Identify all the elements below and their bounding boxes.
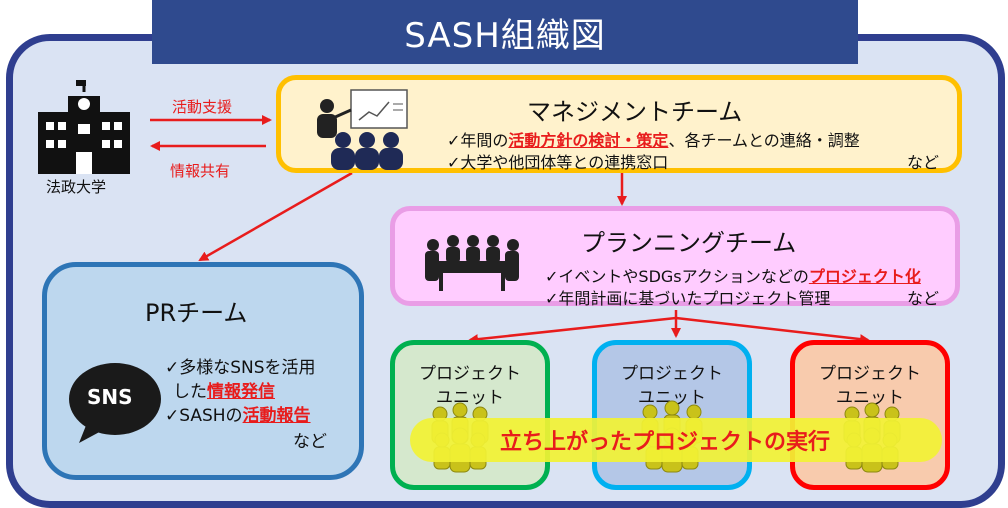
management-team-box: マネジメントチーム ✓年間の活動方針の検討・策定、各チームとの連絡・調整 ✓大学…: [276, 75, 962, 173]
share-arrow-label: 情報共有: [170, 162, 231, 180]
unit-2-line-1: プロジェクト: [621, 364, 723, 384]
meeting-table-icon: [425, 235, 519, 291]
management-team-title: マネジメントチーム: [527, 98, 743, 126]
project-unit-1: プロジェクト ユニット: [390, 340, 550, 490]
planning-to-unit3-arrow: [675, 316, 870, 345]
pr-line-1: ✓多様なSNSを活用: [165, 358, 316, 378]
unit-1-line-1: プロジェクト: [419, 364, 521, 384]
mgmt-to-pr-arrow: [198, 171, 353, 262]
execution-banner: [410, 418, 942, 462]
unit-2-line-2: ユニット: [638, 388, 706, 408]
page-title: SASH組織図: [152, 0, 858, 64]
pr-line-2: した情報発信: [173, 382, 275, 402]
university-label: 法政大学: [46, 178, 107, 196]
meeting-presentation-icon: [317, 89, 408, 170]
sns-icon-text: SNS: [87, 385, 133, 409]
management-line-1: ✓年間の活動方針の検討・策定、各チームとの連絡・調整: [447, 131, 860, 150]
pr-etc: など: [293, 432, 327, 452]
unit-3-line-2: ユニット: [836, 388, 904, 408]
unit-1-line-2: ユニット: [436, 388, 504, 408]
management-etc: など: [907, 153, 940, 172]
school-building-icon: [38, 80, 130, 174]
planning-team-box: プランニングチーム ✓イベントやSDGsアクションなどのプロジェクト化 ✓年間計…: [390, 206, 960, 308]
planning-line-1: ✓イベントやSDGsアクションなどのプロジェクト化: [545, 267, 921, 286]
unit-3-line-1: プロジェクト: [819, 364, 921, 384]
management-line-2: ✓大学や他団体等との連携窓口: [447, 153, 669, 172]
execution-banner-text: 立ち上がったプロジェクトの実行: [500, 430, 831, 455]
planning-line-2: ✓年間計画に基づいたプロジェクト管理: [545, 289, 831, 308]
support-arrow-label: 活動支援: [172, 98, 233, 116]
pr-team-title: PRチーム: [145, 299, 248, 327]
sns-speech-bubble-icon: [69, 363, 161, 443]
pr-team-box: PRチーム SNS ✓多様なSNSを活用 した情報発信 ✓SASHの活動報告 な…: [42, 262, 364, 480]
planning-team-title: プランニングチーム: [581, 229, 797, 257]
planning-to-unit1-arrow: [468, 316, 677, 345]
planning-etc: など: [907, 289, 940, 308]
pr-line-3: ✓SASHの活動報告: [165, 406, 311, 426]
